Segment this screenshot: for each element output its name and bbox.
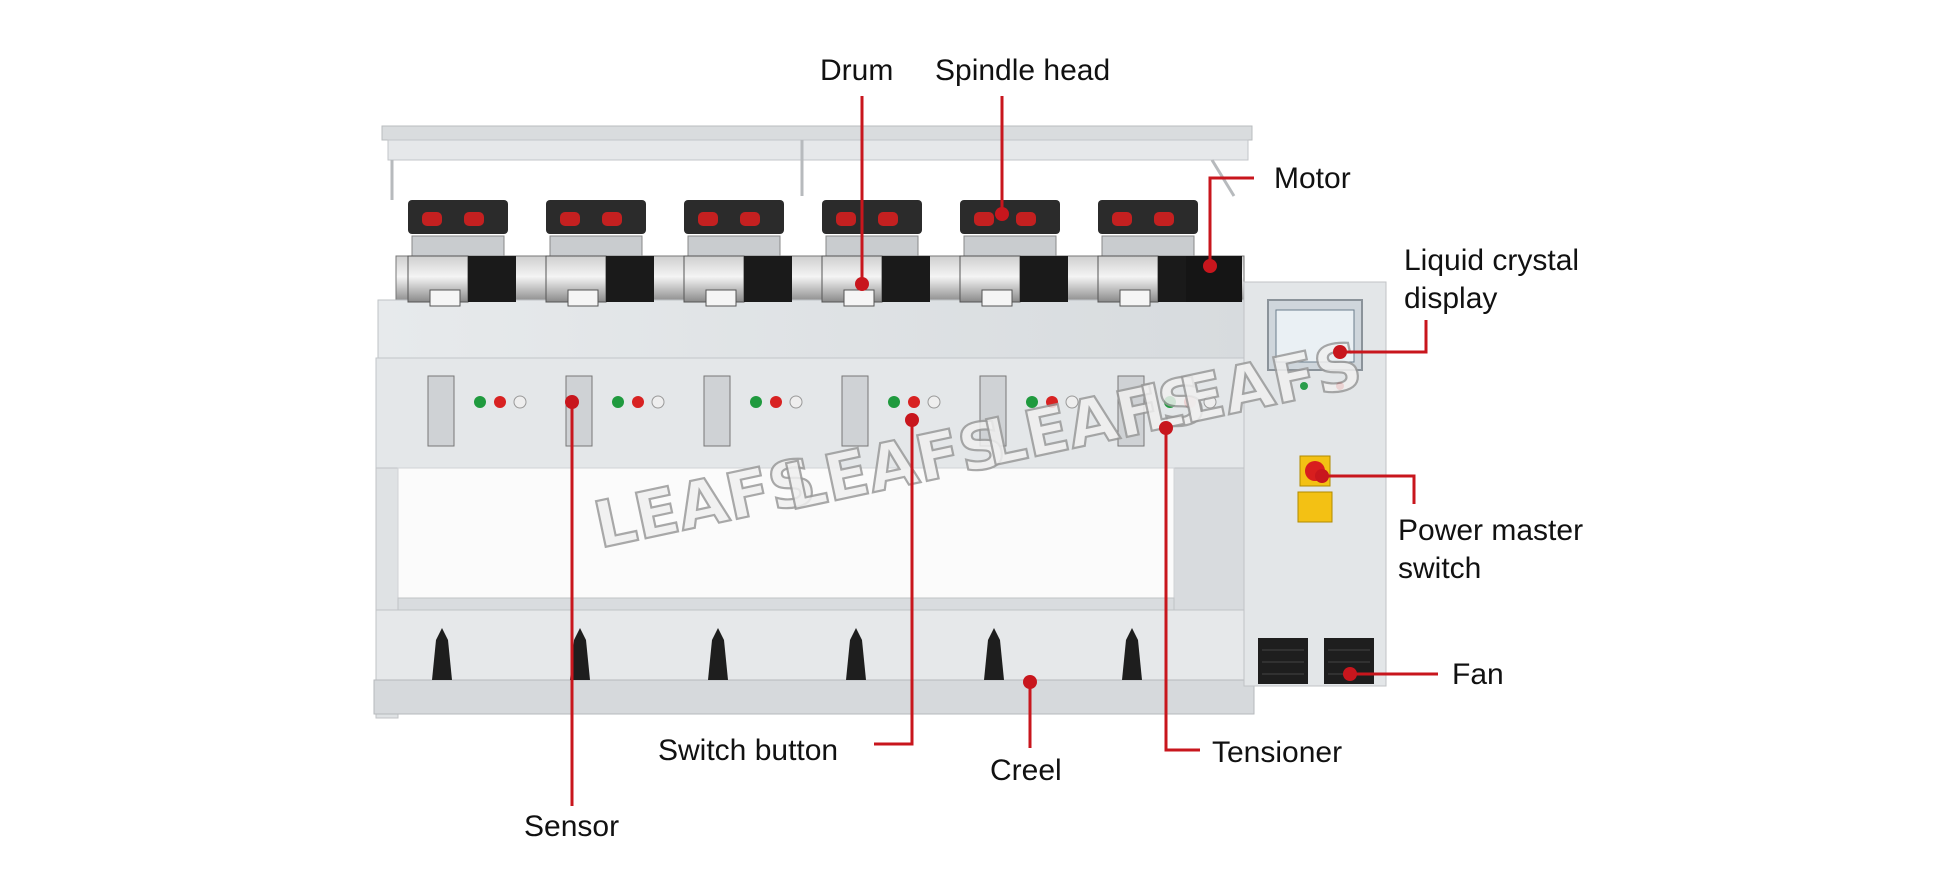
dot-creel	[1023, 675, 1037, 689]
dot-sensor	[565, 395, 579, 409]
part-labels: Drum Spindle head Motor Liquid crystal d…	[524, 54, 1583, 843]
label-lcd-line2: display	[1404, 282, 1497, 315]
label-spindle-head: Spindle head	[935, 54, 1110, 87]
spindle-unit	[545, 200, 665, 680]
creel-bar	[375, 609, 1245, 681]
dot-tensioner	[1159, 421, 1173, 435]
leader-power-switch	[1322, 474, 1416, 504]
leader-lines	[565, 96, 1438, 806]
leader-tensioner	[1164, 428, 1200, 752]
spindle-unit	[407, 200, 527, 680]
label-tensioner: Tensioner	[1212, 736, 1342, 769]
label-creel: Creel	[990, 754, 1062, 787]
spindle-units	[407, 200, 1217, 680]
label-power-line2: switch	[1398, 552, 1481, 585]
spindle-unit	[1097, 200, 1217, 680]
label-motor: Motor	[1274, 162, 1351, 195]
dot-power-switch	[1315, 469, 1329, 483]
dot-fan	[1343, 667, 1357, 681]
label-lcd-line1: Liquid crystal	[1404, 244, 1579, 277]
canopy-frame	[387, 139, 1249, 161]
dot-spindle-head	[995, 207, 1009, 221]
spindle-unit	[683, 200, 803, 680]
spindle-unit	[821, 200, 941, 680]
dot-switch-button	[905, 413, 919, 427]
label-switch-button: Switch button	[658, 734, 838, 767]
leader-lcd	[1340, 320, 1428, 354]
dot-lcd	[1333, 345, 1347, 359]
upper-panel	[377, 299, 1245, 361]
leader-motor	[1208, 176, 1254, 266]
spindle-unit	[959, 200, 1079, 680]
label-sensor: Sensor	[524, 810, 619, 843]
leader-switch-button	[874, 420, 914, 746]
canopy	[381, 125, 1253, 141]
label-drum: Drum	[820, 54, 893, 87]
dot-motor	[1203, 259, 1217, 273]
fan-left	[1258, 638, 1308, 684]
label-fan: Fan	[1452, 658, 1504, 691]
dot-drum	[855, 277, 869, 291]
label-power-line1: Power master	[1398, 514, 1583, 547]
